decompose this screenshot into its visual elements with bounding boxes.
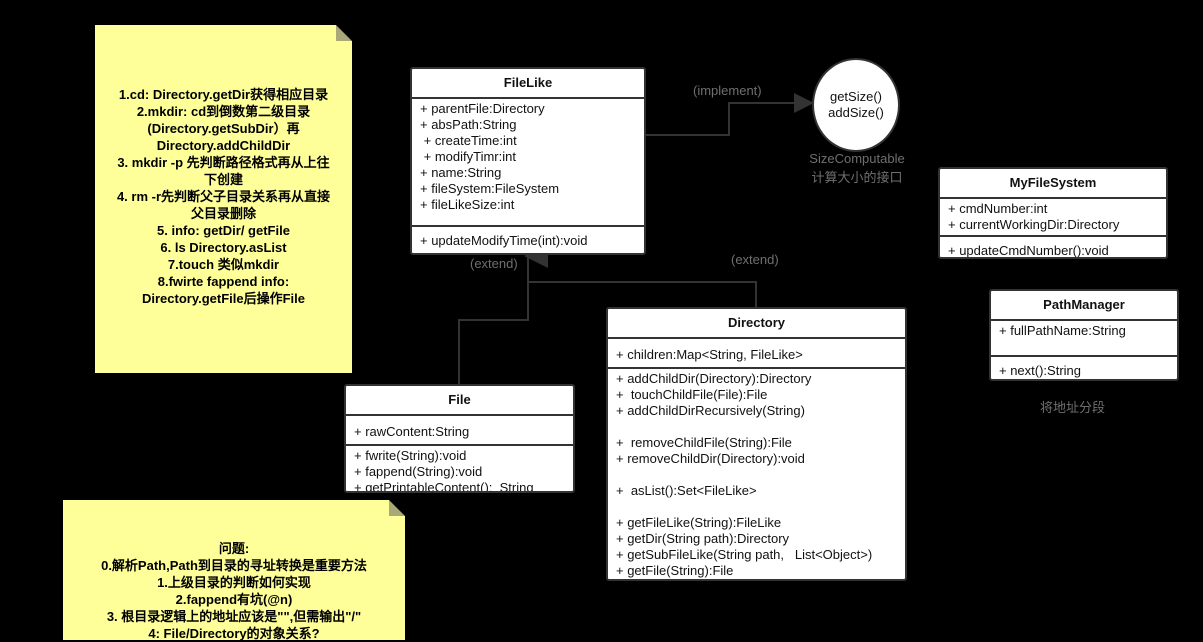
implement-label: (implement) (693, 83, 762, 98)
class-attributes: + children:Map<String, FileLike> (608, 339, 905, 369)
note-commands-text: 1.cd: Directory.getDir获得相应目录 2.mkdir: cd到… (95, 86, 352, 307)
note-line: 1.cd: Directory.getDir获得相应目录 (118, 87, 329, 102)
note-line: 6. ls Directory.asList (160, 240, 287, 255)
class-attribute: + cmdNumber:int (948, 201, 1048, 216)
class-directory[interactable]: Directory + children:Map<String, FileLik… (606, 307, 907, 581)
note-line: 8.fwirte fappend info: (157, 274, 290, 289)
note-line: 2.mkdir: cd到倒数第二级目录 (136, 104, 311, 119)
pathmanager-caption: 将地址分段 (1040, 400, 1106, 415)
note-line: 问题: (218, 541, 250, 556)
class-method: + removeChildDir(Directory):void (616, 451, 805, 466)
class-attribute: + modifyTimr:int (420, 149, 516, 164)
class-method: + getFile(String):File (616, 563, 734, 578)
class-method (616, 467, 897, 483)
note-line: 下创建 (203, 172, 243, 187)
class-method (616, 419, 897, 435)
class-attribute: + createTime:int (420, 133, 517, 148)
class-method: + updateCmdNumber():void (948, 243, 1109, 258)
interface-sizecomputable[interactable]: getSize()addSize() (812, 58, 900, 152)
class-methods: + updateCmdNumber():void (940, 237, 1166, 258)
class-file[interactable]: File + rawContent:String + fwrite(String… (344, 384, 575, 493)
class-attributes: + fullPathName:String (991, 321, 1177, 357)
interface-method: addSize() (828, 105, 884, 120)
note-line: 5. info: getDir/ getFile (157, 223, 290, 238)
class-attributes: + parentFile:Directory+ absPath:String +… (412, 99, 644, 227)
note-issues-text: 问题: 0.解析Path,Path到目录的寻址转换是重要方法 1.上级目录的判断如何… (63, 540, 405, 642)
class-methods: + updateModifyTime(int):void (412, 227, 644, 253)
extend-connector-file (458, 244, 548, 384)
class-method: + addChildDir(Directory):Directory (616, 371, 812, 386)
note-line: 2.fappend有坑(@n) (175, 592, 293, 607)
class-method: + getDir(String path):Directory (616, 531, 790, 546)
class-attribute: + absPath:String (420, 117, 517, 132)
class-filelike[interactable]: FileLike + parentFile:Directory+ absPath… (410, 67, 646, 255)
note-line: 7.touch 类似mkdir (167, 257, 280, 272)
class-method: + asList():Set<FileLike> (616, 483, 757, 498)
note-fold (336, 25, 352, 41)
interface-method: getSize() (829, 89, 882, 104)
note-line: 1.上级目录的判断如何实现 (157, 575, 311, 590)
class-method: + touchChildFile(File):File (616, 387, 768, 402)
extend-connector-directory (528, 281, 757, 308)
class-attribute: + name:String (420, 165, 502, 180)
class-attribute: + fullPathName:String (999, 323, 1126, 338)
interface-caption: 计算大小的接口 (811, 170, 903, 185)
class-attribute: + fileSystem:FileSystem (420, 181, 560, 196)
class-attribute: + fileLikeSize:int (420, 197, 515, 212)
class-method (616, 499, 897, 515)
note-line: 父目录删除 (190, 206, 256, 221)
note-fold (389, 500, 405, 516)
class-title: Directory (608, 309, 905, 339)
class-method: + addChildDirRecursively(String) (616, 403, 805, 418)
note-line: 3. 根目录逻辑上的地址应该是"",但需输出"/" (106, 609, 362, 624)
class-attributes: + cmdNumber:int+ currentWorkingDir:Direc… (940, 199, 1166, 237)
class-attribute: + parentFile:Directory (420, 101, 545, 116)
note-line: 0.解析Path,Path到目录的寻址转换是重要方法 (101, 558, 367, 573)
class-title: PathManager (991, 291, 1177, 321)
class-method: + fwrite(String):void (354, 448, 467, 463)
note-line: 4. rm -r先判断父子目录关系再从直接 (116, 189, 331, 204)
class-myfilesystem[interactable]: MyFileSystem + cmdNumber:int+ currentWor… (938, 167, 1168, 259)
class-attributes: + rawContent:String (346, 416, 573, 446)
class-method: + getPrintableContent(): String (354, 480, 534, 493)
note-line: (Directory.getSubDir）再 (147, 121, 300, 136)
class-pathmanager[interactable]: PathManager + fullPathName:String + next… (989, 289, 1179, 381)
class-method: + getSubFileLike(String path, List<Objec… (616, 547, 873, 562)
class-attribute: + currentWorkingDir:Directory (948, 217, 1120, 232)
note-line: 3. mkdir -p 先判断路径格式再从上往 (117, 155, 330, 170)
class-method: + fappend(String):void (354, 464, 483, 479)
note-line: Directory.getFile后操作File (141, 291, 305, 306)
note-line: Directory.addChildDir (156, 138, 291, 153)
class-methods: + addChildDir(Directory):Directory+ touc… (608, 369, 905, 579)
class-methods: + fwrite(String):void+ fappend(String):v… (346, 446, 573, 493)
class-methods: + next():String (991, 357, 1177, 379)
class-attribute: + rawContent:String (354, 424, 470, 439)
class-title: MyFileSystem (940, 169, 1166, 199)
interface-methods: getSize()addSize() (828, 89, 884, 121)
extend-label-left: (extend) (470, 256, 518, 271)
note-line: 4: File/Directory的对象关系? (148, 626, 320, 641)
class-method: + next():String (999, 363, 1082, 378)
interface-name: SizeComputable (809, 151, 905, 166)
class-method: + removeChildFile(String):File (616, 435, 792, 450)
class-attribute: + children:Map<String, FileLike> (616, 347, 803, 362)
note-issues: 问题: 0.解析Path,Path到目录的寻址转换是重要方法 1.上级目录的判断如何… (63, 500, 405, 642)
class-method: + getFileLike(String):FileLike (616, 515, 782, 530)
class-title: FileLike (412, 69, 644, 99)
extend-label-right: (extend) (731, 252, 779, 267)
note-commands: 1.cd: Directory.getDir获得相应目录 2.mkdir: cd到… (95, 25, 352, 373)
class-method: + updateModifyTime(int):void (420, 233, 588, 248)
implement-connector (645, 93, 814, 136)
class-title: File (346, 386, 573, 416)
